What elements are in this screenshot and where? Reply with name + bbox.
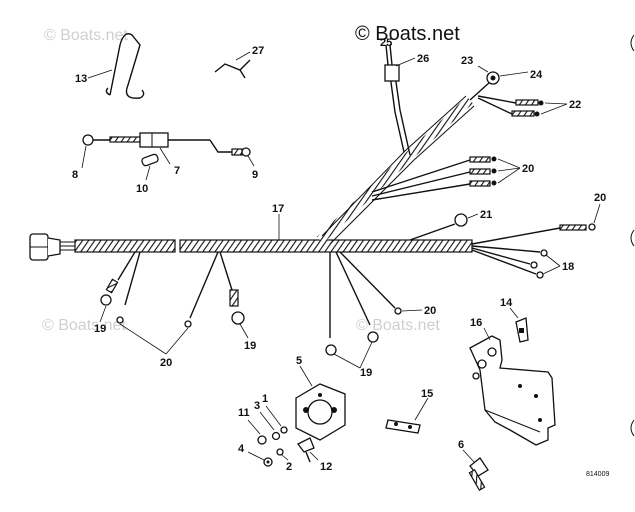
bolt-6 xyxy=(468,457,489,491)
callout-9: 9 xyxy=(252,169,258,181)
callout-19-left: 19 xyxy=(94,323,106,335)
callout-6: 6 xyxy=(458,439,464,451)
callout-14: 14 xyxy=(500,297,513,309)
wire-clip-13 xyxy=(105,33,145,99)
link-15 xyxy=(385,419,421,434)
callout-4: 4 xyxy=(238,443,245,455)
callout-12: 12 xyxy=(320,461,332,473)
callout-1: 1 xyxy=(262,393,268,405)
callout-19-lower: 19 xyxy=(360,367,372,379)
main-harness-17 xyxy=(29,233,473,261)
callout-20-lower-left: 20 xyxy=(160,357,172,369)
callout-15: 15 xyxy=(421,388,433,400)
upper-branch xyxy=(316,44,544,245)
callout-13: 13 xyxy=(75,73,87,85)
callout-20-right: 20 xyxy=(594,192,606,204)
callout-18: 18 xyxy=(562,261,574,273)
callout-23: 23 xyxy=(461,55,473,67)
fuse-10 xyxy=(141,153,159,167)
callout-19-middle: 19 xyxy=(244,340,256,352)
clip-14 xyxy=(515,317,529,343)
callout-8: 8 xyxy=(72,169,78,181)
callout-16: 16 xyxy=(470,317,482,329)
callout-22: 22 xyxy=(569,99,581,111)
edge-mark-top xyxy=(630,34,635,52)
clip-27 xyxy=(214,59,251,79)
watermark-mid-left: © Boats.net xyxy=(42,317,126,334)
callout-27: 27 xyxy=(252,45,264,57)
bracket-16 xyxy=(469,335,556,446)
lower-left-leads xyxy=(100,251,245,328)
callout-10: 10 xyxy=(136,183,148,195)
callout-20-lower-right: 20 xyxy=(424,305,436,317)
switch-5 xyxy=(295,383,346,441)
copyright-watermark: © Boats.net xyxy=(355,23,460,45)
right-end-leads xyxy=(471,223,596,279)
part-number: 814009 xyxy=(586,471,609,478)
callout-2: 2 xyxy=(286,461,292,473)
edge-mark-bottom xyxy=(630,419,635,437)
callout-26: 26 xyxy=(417,53,429,65)
callout-25: 25 xyxy=(380,37,392,49)
watermark-top-left: © Boats.net xyxy=(44,27,128,44)
callout-17: 17 xyxy=(272,203,284,215)
small-hardware xyxy=(257,426,315,467)
edge-mark-mid xyxy=(630,229,635,247)
watermark-mid-center: © Boats.net xyxy=(356,317,440,334)
lower-center-leads xyxy=(325,251,402,356)
fuse-lead-assembly xyxy=(82,132,251,157)
callout-7: 7 xyxy=(174,165,180,177)
callout-5: 5 xyxy=(296,355,302,367)
callout-24: 24 xyxy=(530,69,543,81)
callout-21: 21 xyxy=(480,209,492,221)
callout-20-upper: 20 xyxy=(522,163,534,175)
ring-terminal-21 xyxy=(409,213,468,241)
callout-11: 11 xyxy=(238,407,250,419)
callout-3: 3 xyxy=(254,400,260,412)
